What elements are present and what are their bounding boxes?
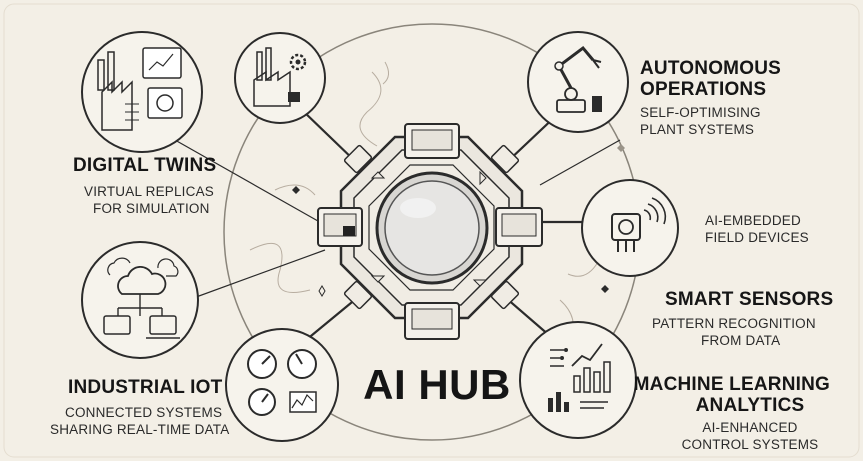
smart-sensors-title: SMART SENSORS: [665, 289, 834, 310]
ml-analytics-title-line1: MACHINE LEARNING: [633, 374, 830, 395]
autonomous-title-line2: OPERATIONS: [640, 79, 767, 100]
autonomous-line1: SELF-OPTIMISING: [640, 105, 761, 120]
industrial-iot-title: INDUSTRIAL IOT: [68, 377, 223, 398]
digital-twins-line1: VIRTUAL REPLICAS: [84, 184, 214, 199]
digital-twins-line2: FOR SIMULATION: [93, 201, 210, 216]
digital-twins-title: DIGITAL TWINS: [73, 155, 217, 176]
smart-sensors-line1: PATTERN RECOGNITION: [652, 316, 816, 331]
autonomous-title-line1: AUTONOMOUS: [640, 58, 781, 79]
ml-analytics-line2: CONTROL SYSTEMS: [681, 437, 819, 452]
field-devices-line2: FIELD DEVICES: [705, 230, 809, 245]
autonomous-line2: PLANT SYSTEMS: [640, 122, 755, 137]
gauges-icon: [225, 328, 339, 442]
hub-title: AI HUB: [363, 361, 511, 408]
ml-analytics-line1: AI-ENHANCED: [702, 420, 798, 435]
ml-analytics-title-line2: ANALYTICS: [695, 395, 805, 416]
factory-monitor-icon: [81, 31, 203, 153]
cloud-network-icon: [81, 241, 199, 359]
robot-arm-icon: [527, 31, 629, 133]
wireless-sensor-icon: [581, 179, 679, 277]
industrial-iot-line1: CONNECTED SYSTEMS: [65, 405, 223, 420]
decorative-doodles: [249, 61, 599, 341]
smart-sensors-line2: FROM DATA: [701, 333, 781, 348]
factory-gear-icon: [234, 32, 326, 124]
hub-core: [317, 123, 543, 340]
analytics-charts-icon: [519, 321, 637, 439]
industrial-iot-line2: SHARING REAL-TIME DATA: [50, 422, 230, 437]
field-devices-line1: AI-EMBEDDED: [705, 213, 801, 228]
